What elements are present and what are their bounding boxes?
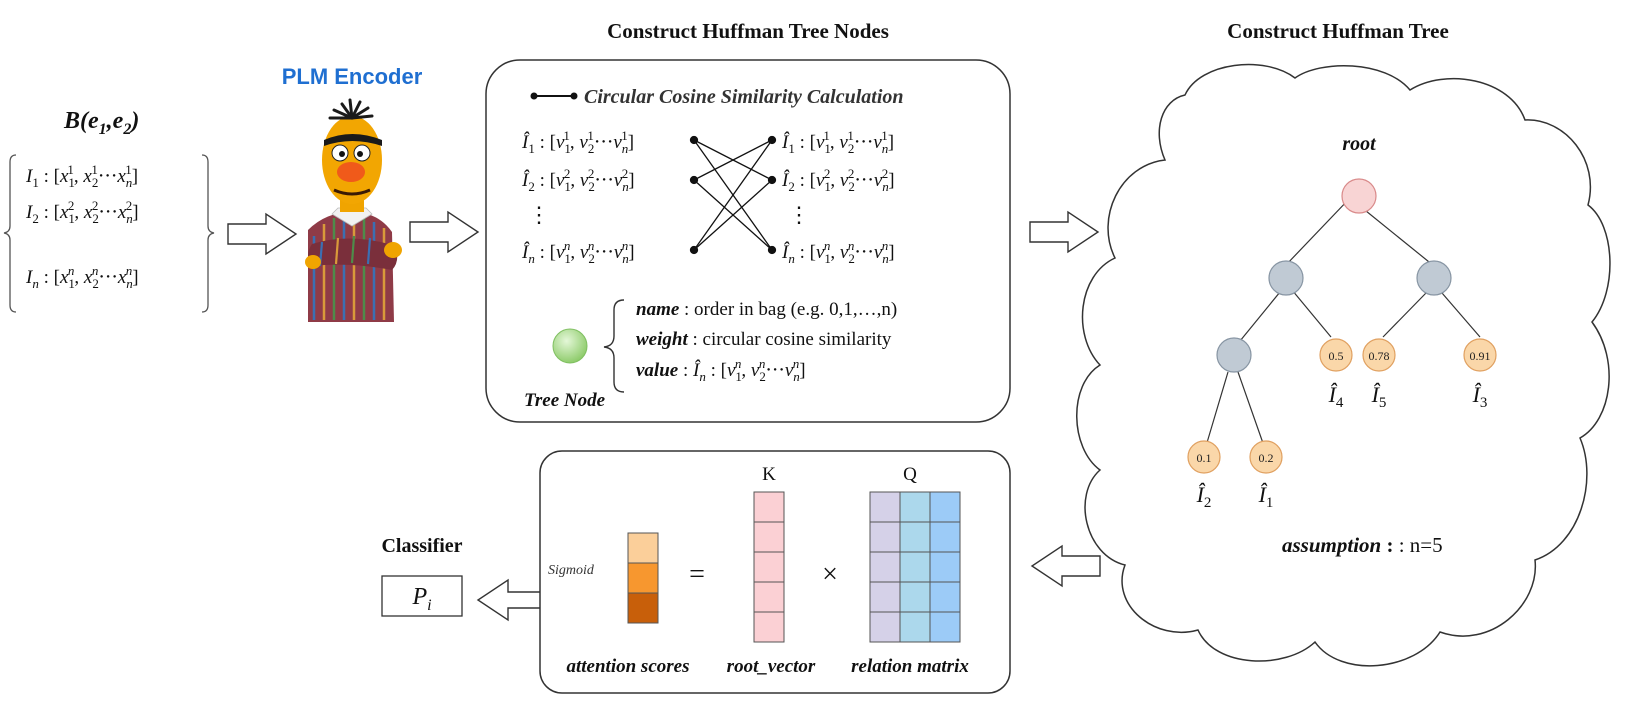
tree-node-value-line: value : În : [v1n, v2n⋅⋅⋅vnn] xyxy=(636,356,806,384)
huffman-root-label: root xyxy=(1342,133,1377,155)
svg-text:0.2: 0.2 xyxy=(1259,451,1274,465)
huffman-leaf-1: 0.5 Î4 xyxy=(1319,338,1353,411)
sigmoid-label: Sigmoid xyxy=(548,563,595,578)
similarity-connections xyxy=(689,135,777,255)
tree-node-green-icon xyxy=(552,328,588,364)
embedding-right-row-2: Î2 : [v12, v22⋅⋅⋅vn2] xyxy=(781,166,895,194)
embedding-left-row-2: Î2 : [v12, v22⋅⋅⋅vn2] xyxy=(521,166,635,194)
svg-text:0.78: 0.78 xyxy=(1369,349,1390,363)
huffman-leaf-4: 0.1 Î2 xyxy=(1187,440,1221,511)
caption-root-vector: root_vector xyxy=(727,656,816,677)
embedding-left-column: Î1 : [v11, v21⋅⋅⋅vn1] Î2 : [v12, v22⋅⋅⋅v… xyxy=(521,128,635,266)
heading-plm-encoder: PLM Encoder xyxy=(282,64,423,89)
tree-node-name-line: name : order in bag (e.g. 0,1,…,n) xyxy=(636,299,897,320)
embedding-right-vdots: ⋮ xyxy=(788,202,810,227)
caption-relation-matrix: relation matrix xyxy=(851,656,969,677)
tree-node-caption: Tree Node xyxy=(524,390,606,411)
arrow-nodes-to-tree xyxy=(1029,210,1100,254)
caption-attention-scores: attention scores xyxy=(567,656,690,677)
svg-text:0.91: 0.91 xyxy=(1470,349,1491,363)
embedding-right-row-1: Î1 : [v11, v21⋅⋅⋅vn1] xyxy=(781,128,894,156)
svg-text:Î5: Î5 xyxy=(1371,382,1387,411)
huffman-edges xyxy=(1205,197,1481,447)
svg-text:I1 : [x11, x21⋅⋅⋅xn1]: I1 : [x11, x21⋅⋅⋅xn1] xyxy=(25,162,138,190)
svg-text:Î1: Î1 xyxy=(1258,482,1274,511)
huffman-inner-node xyxy=(1268,260,1304,296)
bag-row-1: I1 : [x11, x21⋅⋅⋅xn1] xyxy=(25,162,138,190)
embedding-left-row-1: Î1 : [v11, v21⋅⋅⋅vn1] xyxy=(521,128,634,156)
embedding-right-row-n: În : [v1n, v2n⋅⋅⋅vnn] xyxy=(781,238,895,266)
svg-text:0.1: 0.1 xyxy=(1197,451,1212,465)
classifier-heading: Classifier xyxy=(381,535,462,557)
huffman-inner-node xyxy=(1416,260,1452,296)
huffman-leaf-2: 0.78 Î5 xyxy=(1362,338,1396,411)
huffman-root-node xyxy=(1341,178,1377,214)
heading-construct-tree: Construct Huffman Tree xyxy=(1227,19,1449,43)
arrow-encoder-to-nodes xyxy=(409,210,480,254)
svg-text:I2 : [x12, x22⋅⋅⋅xn2]: I2 : [x12, x22⋅⋅⋅xn2] xyxy=(25,198,139,226)
svg-text:Î4: Î4 xyxy=(1328,382,1344,411)
embedding-right-column: Î1 : [v11, v21⋅⋅⋅vn1] Î2 : [v12, v22⋅⋅⋅v… xyxy=(781,128,895,266)
arrow-bag-to-encoder xyxy=(227,212,298,256)
svg-text:In : [x1n, x2n⋅⋅⋅xnn]: In : [x1n, x2n⋅⋅⋅xnn] xyxy=(25,263,139,291)
embedding-left-row-n: În : [v1n, v2n⋅⋅⋅vnn] xyxy=(521,238,635,266)
attention-scores-vector xyxy=(627,532,659,624)
q-label: Q xyxy=(903,464,917,485)
svg-text:Î3: Î3 xyxy=(1472,382,1488,411)
similarity-legend: Circular Cosine Similarity Calculation xyxy=(530,86,904,108)
huffman-leaf-5: 0.2 Î1 xyxy=(1249,440,1283,511)
equals-sign: = xyxy=(689,559,705,590)
k-label: K xyxy=(762,464,776,485)
classifier-output-label: Pi xyxy=(411,584,431,614)
bag-row-2: I2 : [x12, x22⋅⋅⋅xn2] xyxy=(25,198,139,226)
huffman-inner-node xyxy=(1216,337,1252,373)
tree-node-brace xyxy=(603,299,625,393)
times-sign: × xyxy=(822,559,838,590)
bag-row-n: In : [x1n, x2n⋅⋅⋅xnn] xyxy=(25,263,139,291)
classifier-output-box xyxy=(381,575,463,617)
arrow-tree-to-attention xyxy=(1030,544,1101,588)
similarity-legend-label: Circular Cosine Similarity Calculation xyxy=(584,86,904,108)
svg-text:Î2: Î2 xyxy=(1196,482,1212,511)
svg-text:0.5: 0.5 xyxy=(1329,349,1344,363)
heading-construct-nodes: Construct Huffman Tree Nodes xyxy=(607,19,889,43)
root-vector xyxy=(753,491,785,643)
tree-node-weight-line: weight : circular cosine similarity xyxy=(636,329,892,350)
encoder-character-illustration xyxy=(305,98,402,322)
nodes-panel xyxy=(485,59,1011,423)
bag-left-brace xyxy=(3,154,17,313)
huffman-assumption: assumption : : n=5 xyxy=(1282,533,1443,557)
bag-right-brace xyxy=(201,154,215,313)
bag-title: B(e1,e2) xyxy=(63,108,139,138)
huffman-leaf-3: 0.91 Î3 xyxy=(1463,338,1497,411)
embedding-left-vdots: ⋮ xyxy=(528,202,550,227)
relation-matrix xyxy=(869,491,961,643)
